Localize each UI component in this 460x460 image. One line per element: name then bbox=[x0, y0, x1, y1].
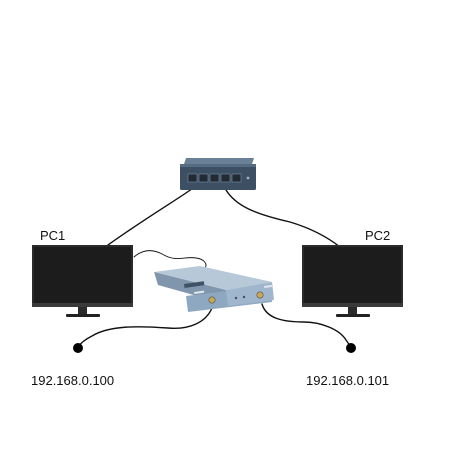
cable-instrument-port2 bbox=[261, 303, 352, 348]
cable-pc1-to-instrument bbox=[133, 250, 207, 269]
cable-switch-to-pc2 bbox=[225, 189, 341, 248]
vector-network-analyzer-icon bbox=[154, 266, 274, 312]
port2-ip-label: 192.168.0.101 bbox=[306, 373, 390, 388]
instrument-port1 bbox=[208, 296, 216, 304]
cables bbox=[77, 185, 352, 348]
cable-instrument-port1 bbox=[77, 307, 213, 348]
port1-ip-label: 192.168.0.100 bbox=[31, 373, 115, 388]
pc1-label: PC1 bbox=[40, 228, 66, 243]
pc1-monitor-icon bbox=[32, 245, 133, 317]
port2-endpoint bbox=[346, 343, 356, 353]
pc2-monitor-icon bbox=[302, 245, 403, 317]
instrument-port2 bbox=[256, 291, 264, 299]
port1-endpoint bbox=[73, 343, 83, 353]
pc2-label: PC2 bbox=[365, 228, 391, 243]
cable-switch-to-pc1 bbox=[107, 185, 197, 246]
switch-ports bbox=[187, 173, 242, 183]
network-switch-icon bbox=[180, 158, 256, 190]
